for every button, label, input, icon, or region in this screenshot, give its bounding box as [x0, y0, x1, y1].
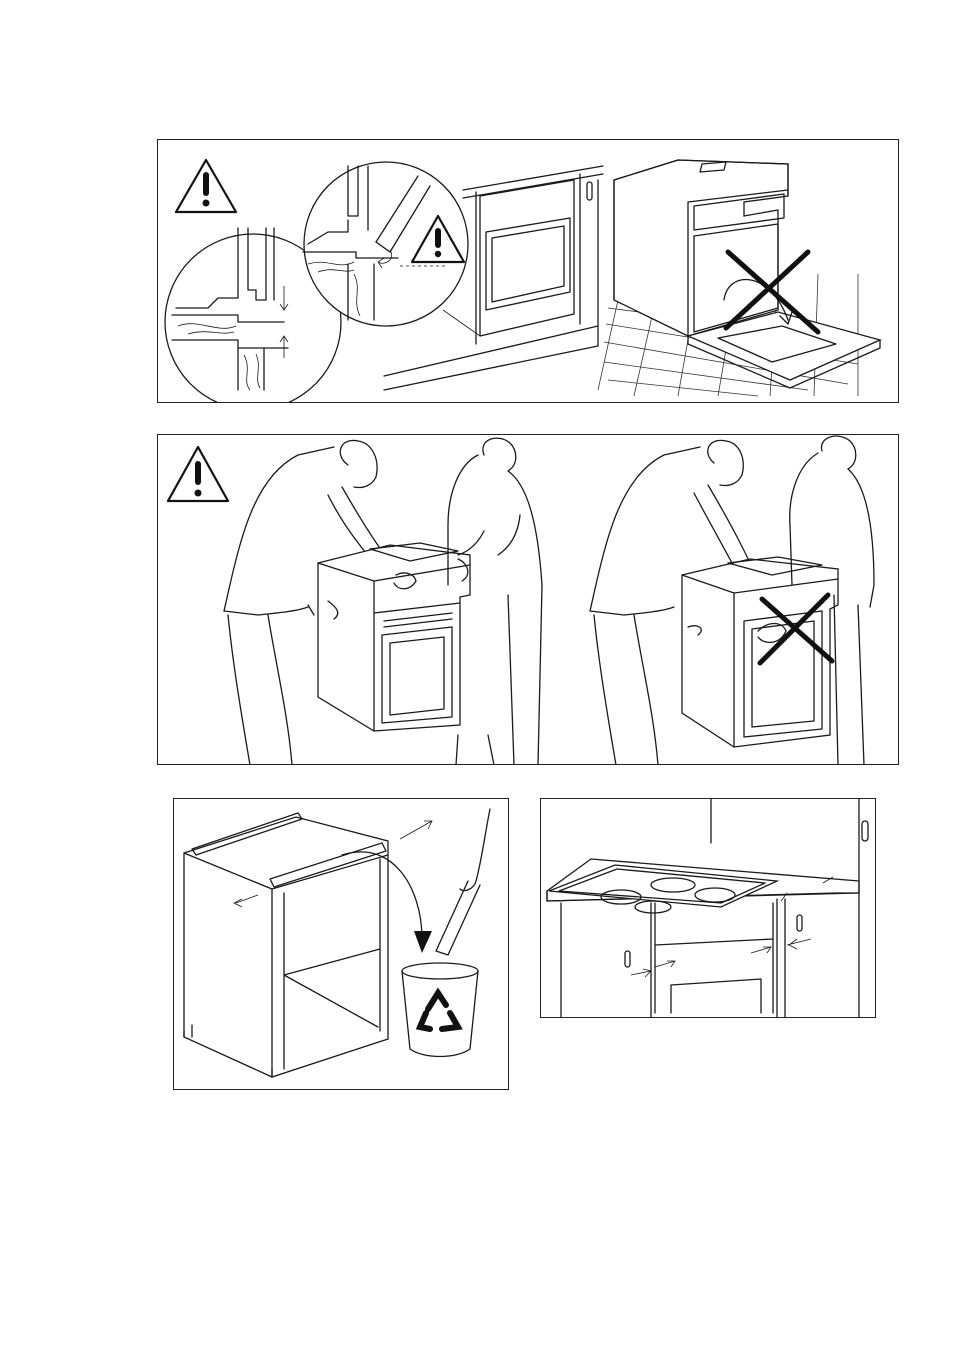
two-people-lifting-oven-by-door-handle-crossed-out — [590, 436, 874, 765]
installation-panel-hob-and-oven — [540, 798, 876, 1018]
hob-on-worktop — [549, 865, 777, 913]
kitchen-worktop — [547, 799, 868, 1018]
cabinet-rails-removed — [184, 813, 432, 1077]
rail-in-hand — [436, 809, 490, 955]
installation-panel-cabinet-rails — [173, 798, 509, 1090]
recycle-bin — [402, 963, 478, 1057]
recycle-icon — [420, 993, 458, 1029]
installation-panel-lifting — [157, 434, 899, 765]
warning-icon — [168, 447, 228, 501]
open-door-on-floor-crossed-out — [598, 160, 880, 396]
installation-panel-top — [157, 139, 899, 403]
two-people-lifting-oven-by-sides — [224, 438, 542, 765]
warning-icon — [176, 160, 236, 212]
